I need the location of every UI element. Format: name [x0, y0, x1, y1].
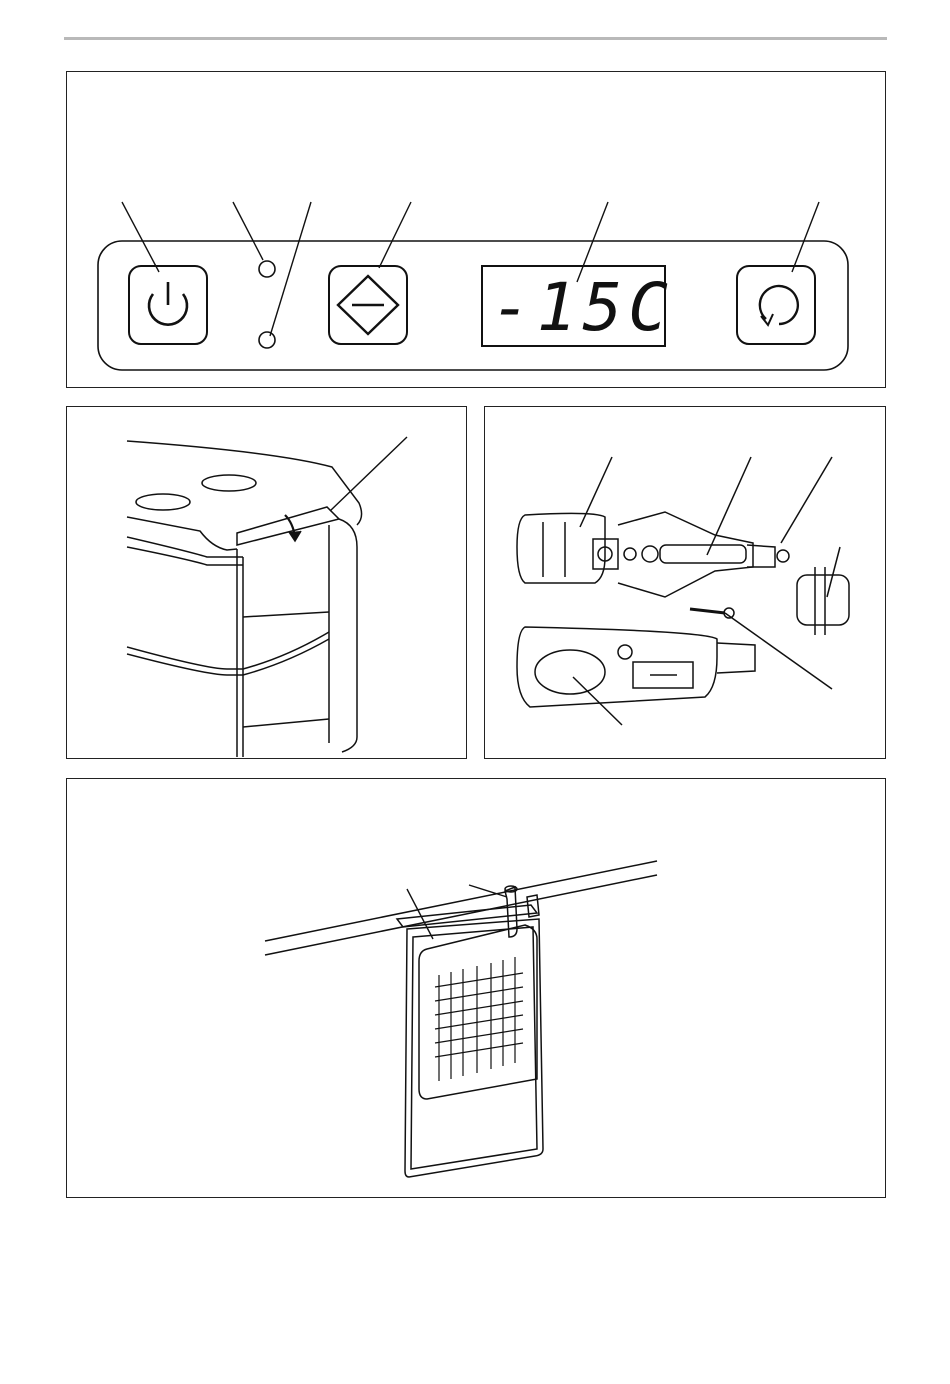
lid-band-upper: [127, 537, 243, 557]
spring-clip: [618, 512, 753, 597]
leader-set: [379, 202, 411, 268]
leader-tip: [781, 457, 832, 543]
plug-grip: [517, 627, 717, 707]
control-panel-figure: -15C: [66, 71, 886, 388]
display-reading: -15C: [491, 269, 674, 346]
leader-grip: [573, 677, 622, 725]
hanger-figure: [66, 778, 886, 1198]
refresh-icon: [760, 286, 798, 324]
control-panel-frame: [98, 241, 848, 370]
fuse: [660, 545, 746, 563]
header-rule: [64, 37, 887, 40]
leader-lines: [122, 202, 819, 336]
leader-housing: [580, 457, 612, 527]
leader-led-bottom: [270, 202, 311, 336]
lid-figure: [66, 406, 467, 759]
body-right-edge: [339, 519, 357, 752]
control-panel-drawing: -15C: [67, 72, 887, 389]
lid-front-top: [127, 517, 237, 550]
leader-cycle: [792, 202, 819, 272]
leader-led-top: [233, 202, 263, 260]
plug-tip: [747, 545, 775, 567]
lid-hole-left: [136, 494, 190, 510]
cooler-drawing: [67, 407, 468, 760]
pocket-flap: [419, 925, 537, 1099]
lid-top-edge: [127, 441, 362, 525]
plug-figure: [484, 406, 886, 759]
power-button[interactable]: [129, 266, 207, 344]
cycle-button[interactable]: [737, 266, 815, 344]
grip-pad: [535, 650, 605, 694]
screw: [690, 609, 725, 613]
temperature-display: -15C: [482, 266, 674, 346]
plug-housing: [517, 513, 605, 583]
leader-fuse: [707, 457, 751, 555]
leader-latch: [330, 437, 407, 511]
set-button[interactable]: [329, 266, 407, 344]
lid-latch[interactable]: [237, 507, 339, 545]
leader-ring: [827, 547, 840, 597]
lid-hole-right: [202, 475, 256, 491]
leader-pocket: [407, 889, 433, 939]
leader-power: [122, 202, 159, 272]
grid-pattern: [435, 957, 523, 1081]
hanger-rod: [265, 861, 657, 941]
hanger-drawing: [67, 779, 887, 1199]
hanging-pocket: [405, 919, 543, 1177]
indicator-led-bottom: [259, 332, 275, 348]
plug-drawing: [485, 407, 887, 760]
indicator-led-top: [259, 261, 275, 277]
adapter-ring: [797, 575, 849, 625]
